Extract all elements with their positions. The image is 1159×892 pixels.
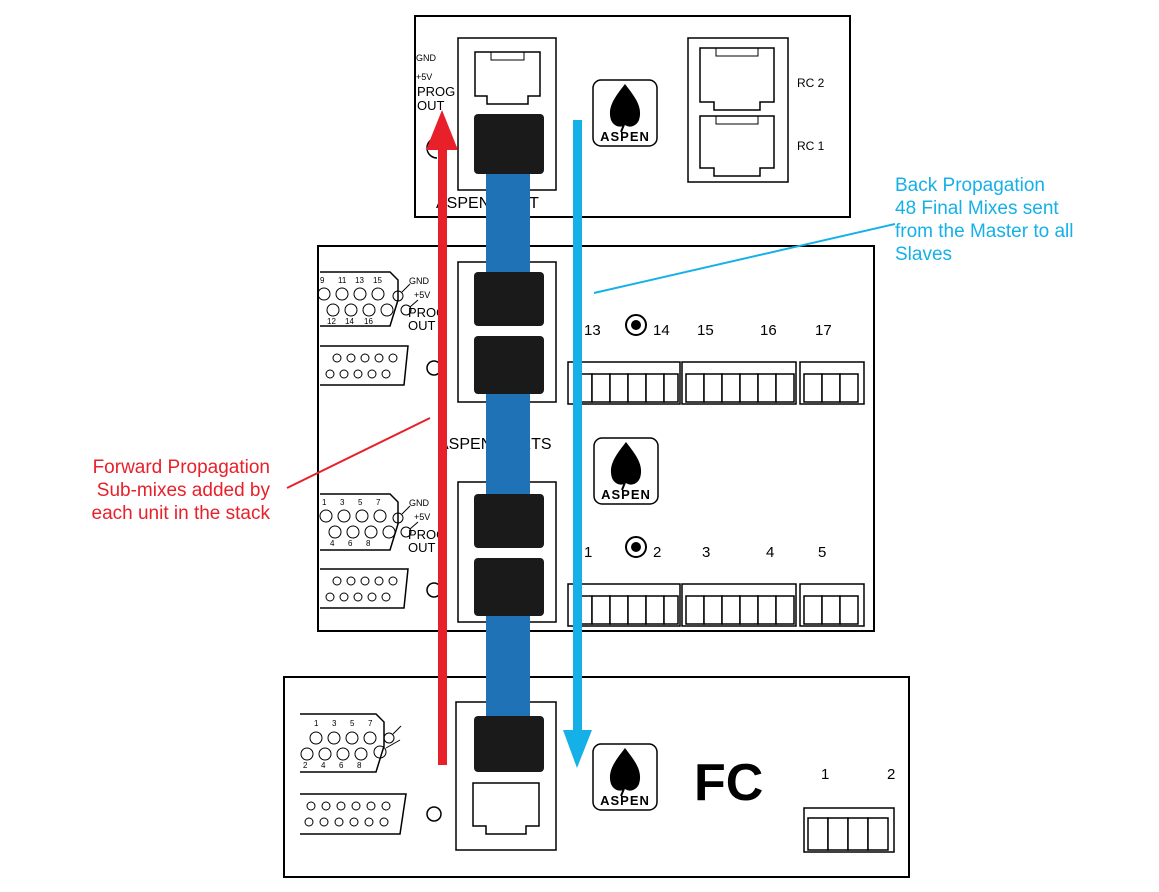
middle-aspen-logo: ASPEN — [593, 437, 659, 505]
forward-annotation-line: Sub-mixes added by — [96, 480, 270, 501]
channel-label-13: 13 — [584, 322, 601, 339]
middle-upper-db-connector — [320, 345, 409, 386]
header-number: 8 — [366, 539, 371, 548]
header-number: 13 — [355, 276, 364, 285]
bottom-unit: 1 3 5 7 2 4 6 8 ASPEN FC — [283, 676, 910, 878]
plug — [474, 114, 544, 174]
top-aspen-logo: ASPEN — [592, 79, 658, 147]
pin-label-gnd: GND — [409, 498, 430, 508]
plug — [474, 272, 544, 326]
forward-annotation-line: Forward Propagation — [92, 457, 270, 478]
header-number: 3 — [332, 719, 337, 728]
bottom-aspen-logo: ASPEN — [592, 743, 658, 811]
plug — [474, 716, 544, 772]
bottom-rj45-port — [472, 782, 540, 835]
back-propagation-annotation: Back Propagation 48 Final Mixes sent fro… — [895, 174, 1073, 266]
pin-label-5v: +5V — [414, 512, 430, 522]
pin-label-gnd: GND — [416, 53, 437, 63]
header-number: 14 — [345, 317, 354, 326]
top-rj45-port — [474, 51, 541, 105]
pin-label-5v: +5V — [414, 290, 430, 300]
channel-label-17: 17 — [815, 322, 832, 339]
bottom-logo-text: ASPEN — [600, 793, 650, 808]
bottom-pin-header: 1 3 5 7 2 4 6 8 — [300, 713, 387, 773]
channel-label-2: 2 — [653, 544, 661, 561]
back-annotation-line: Back Propagation — [895, 175, 1045, 196]
channel-label-15: 15 — [697, 322, 714, 339]
header-number: 16 — [364, 317, 373, 326]
header-number: 7 — [376, 498, 381, 507]
header-number: 6 — [339, 761, 344, 770]
plug — [474, 336, 544, 394]
middle-lower-db-connector — [320, 568, 409, 609]
plug — [474, 494, 544, 548]
channel-label-3: 3 — [702, 544, 710, 561]
plug — [474, 558, 544, 616]
forward-annotation-line: each unit in the stack — [91, 503, 271, 524]
fcc-logo: FC — [694, 754, 763, 812]
rc1-port — [699, 115, 775, 177]
channel-label-16: 16 — [760, 322, 777, 339]
rc2-port — [699, 47, 775, 111]
back-annotation-line: 48 Final Mixes sent — [895, 198, 1059, 219]
cable-middle-bottom — [486, 600, 530, 730]
pin-label-5v: +5V — [416, 72, 432, 82]
rc1-label: RC 1 — [797, 139, 825, 153]
pin-label-prog: PROG — [417, 84, 455, 99]
pin-label-prog: PROG — [408, 527, 446, 542]
header-number: 11 — [338, 276, 347, 285]
back-leader-line — [593, 223, 896, 294]
header-number: 4 — [330, 539, 335, 548]
header-number: 3 — [340, 498, 345, 507]
channel-label-4: 4 — [766, 544, 774, 561]
middle-logo-text: ASPEN — [601, 487, 651, 502]
header-number: 9 — [320, 276, 325, 285]
cable-top-middle — [486, 160, 530, 290]
forward-leader-line — [286, 417, 431, 489]
pin-label-out: OUT — [408, 540, 436, 555]
pin-label-out: OUT — [417, 98, 445, 113]
header-number: 4 — [321, 761, 326, 770]
header-number: 1 — [314, 719, 319, 728]
header-number: 15 — [373, 276, 382, 285]
header-number: 7 — [368, 719, 373, 728]
middle-unit: 9 11 13 15 12 14 16 GND +5V PROG OUT — [317, 245, 875, 632]
middle-lower-pin-header: 1 3 5 7 4 6 8 — [319, 493, 399, 551]
header-number: 2 — [303, 761, 308, 770]
header-number: 12 — [327, 317, 336, 326]
channel-label-1: 1 — [584, 544, 592, 561]
channel-label-14: 14 — [653, 322, 670, 339]
pin-label-out: OUT — [408, 318, 436, 333]
channel-label-2: 2 — [887, 766, 895, 783]
channel-label-1: 1 — [821, 766, 829, 783]
bottom-db-connector — [300, 793, 407, 835]
link-cables — [474, 114, 544, 772]
middle-lower-terminal-blocks — [567, 583, 865, 627]
header-number: 1 — [322, 498, 327, 507]
middle-upper-pin-header: 9 11 13 15 12 14 16 — [317, 271, 399, 327]
channel-label-5: 5 — [818, 544, 826, 561]
forward-propagation-annotation: Forward Propagation Sub-mixes added by e… — [33, 456, 271, 525]
pin-label-gnd: GND — [409, 276, 430, 286]
top-logo-text: ASPEN — [600, 129, 650, 144]
back-propagation-arrow — [563, 120, 592, 768]
back-annotation-line: from the Master to all — [895, 221, 1074, 242]
cable-middle-internal — [486, 380, 530, 510]
bottom-terminal-block — [803, 807, 895, 853]
header-number: 5 — [358, 498, 363, 507]
header-number: 5 — [350, 719, 355, 728]
header-number: 8 — [357, 761, 362, 770]
back-annotation-line: Slaves — [895, 244, 953, 265]
pin-label-prog: PROG — [408, 305, 446, 320]
header-number: 6 — [348, 539, 353, 548]
middle-upper-terminal-blocks — [567, 361, 865, 405]
forward-propagation-arrow — [426, 110, 458, 765]
rc2-label: RC 2 — [797, 76, 825, 90]
